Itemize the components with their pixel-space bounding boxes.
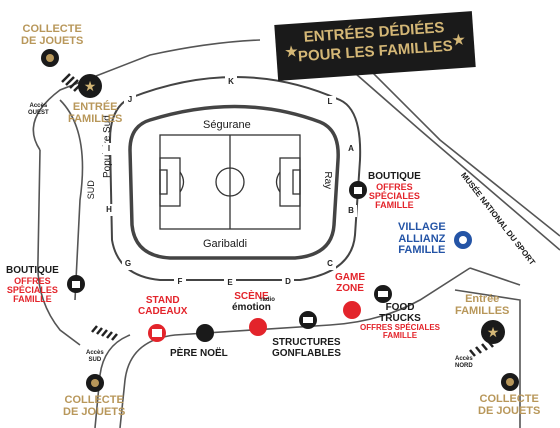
pere-noel-label: PÈRE NOËL [170, 348, 228, 359]
gate-i: I [103, 143, 115, 155]
gate-e: E [224, 277, 236, 289]
stand-label-garibaldi: Garibaldi [203, 238, 248, 250]
star-icon-east [481, 320, 505, 344]
stadium-inner-ring [128, 104, 340, 260]
village-allianz-famille: VILLAGE ALLIANZ FAMILLE [398, 221, 446, 257]
santa-hat-icon [196, 324, 214, 342]
radio-icon [249, 318, 267, 336]
stand-label-sud: SUD [85, 180, 96, 200]
gate-j: J [124, 94, 136, 106]
gate-l: L [324, 96, 336, 108]
gate-h: H [103, 204, 115, 216]
food-trucks-label: FOOD TRUCKS OFFRES SPÉCIALES FAMILLE [360, 302, 441, 341]
gate-f: F [174, 276, 186, 288]
gate-c: C [324, 258, 336, 270]
access-ouest-stripes [61, 73, 83, 92]
gate-d: D [282, 276, 294, 288]
football-pitch [159, 134, 301, 230]
stand-label-ray: Ray [322, 171, 334, 190]
scene-radio-emotion-label: SCÈNE émotion radio [232, 291, 275, 313]
star-icon-west [78, 74, 102, 98]
svg-text:★: ★ [84, 79, 97, 95]
gate-b: B [345, 205, 357, 217]
gate-g: G [122, 258, 134, 270]
gamepad-icon [343, 301, 361, 319]
access-nord-stripes [469, 340, 494, 357]
gate-k: K [225, 76, 237, 88]
star-icon: ★ [450, 31, 467, 50]
boutique-left: BOUTIQUE OFFRES SPÉCIALES FAMILLE [6, 265, 59, 305]
boutique-right: BOUTIQUE OFFRES SPÉCIALES FAMILLE [368, 171, 421, 211]
access-sud-stripes [91, 325, 118, 341]
svg-text:★: ★ [487, 325, 500, 341]
gate-a: A [345, 143, 357, 155]
stand-label-segurane: Ségurane [203, 119, 251, 131]
